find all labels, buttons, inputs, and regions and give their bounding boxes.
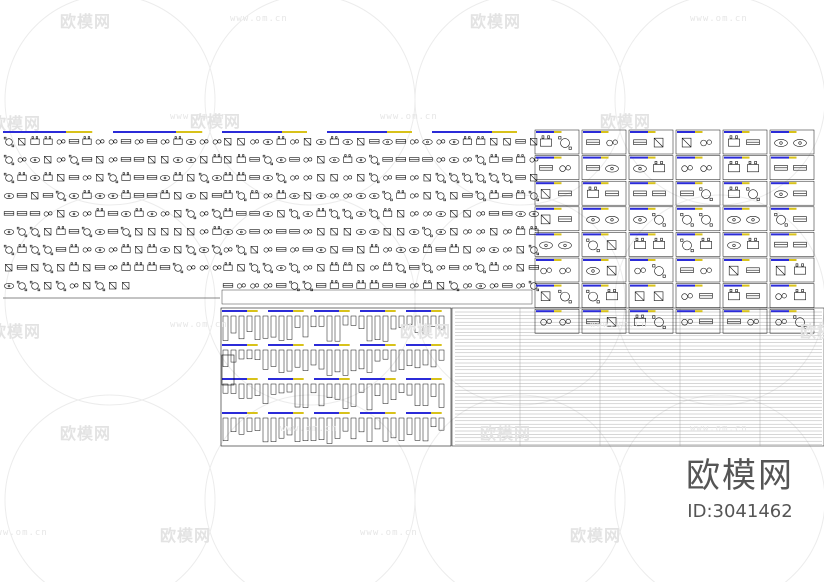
watermark-circles: [4, 0, 824, 582]
brand-stamp: 欧模网 ID:3041462: [686, 448, 794, 522]
furniture-block-center: [221, 131, 540, 305]
brand-id-text: ID:3041462: [687, 501, 793, 522]
detail-sheets-block: [220, 307, 452, 447]
brand-logo-text: 欧模网: [686, 456, 794, 496]
framed-sheets-block: [534, 129, 815, 334]
schedule-table-block: [451, 307, 824, 447]
furniture-block-left: [3, 131, 223, 299]
